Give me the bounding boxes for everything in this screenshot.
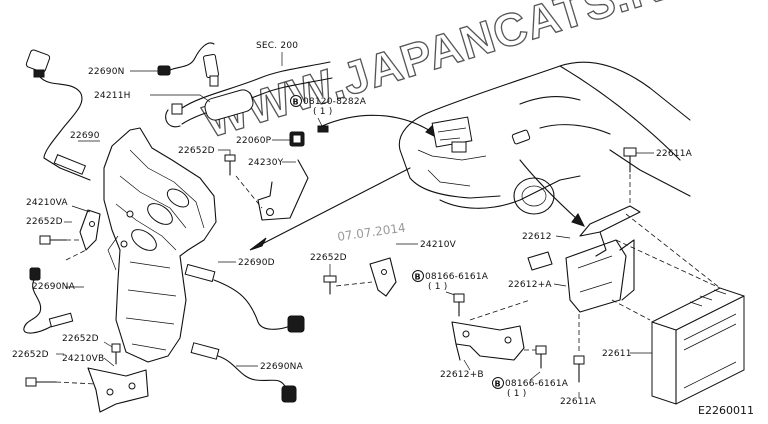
label-22611A-bottom: 22611A: [560, 397, 597, 407]
label-22690D: 22690D: [238, 258, 275, 268]
oxygen-sensor-icon: [190, 342, 297, 403]
label-08166-bottom-qty: ( 1 ): [507, 389, 526, 399]
bracket-24230Y: [257, 159, 309, 221]
vehicle-outline-icon: [398, 61, 691, 215]
bolt-marker-icon: B: [412, 270, 424, 282]
label-08166-top-qty: ( 1 ): [428, 282, 447, 292]
label-08166-6161A-bottom: 08166-6161A: [505, 379, 569, 389]
oxygen-sensor-icon: [23, 267, 74, 334]
bolt-icon: [25, 377, 57, 387]
arrow-head: [571, 213, 585, 227]
exhaust-pipe-section: [165, 61, 333, 128]
label-22652D-left: 22652D: [26, 217, 63, 227]
pointer-arrow: [261, 167, 411, 245]
knock-sensor: [289, 131, 305, 147]
bracket-22612: [579, 205, 641, 257]
bracket-24210V: [369, 257, 397, 297]
label-22690NA-bottom: 22690NA: [260, 362, 304, 372]
label-24211H: 24211H: [94, 91, 131, 101]
label-24210VB: 24210VB: [62, 354, 104, 364]
label-22690N-top: 22690N: [88, 67, 125, 77]
bolt-icon: [39, 235, 67, 245]
oxygen-sensor-icon: [184, 263, 305, 333]
label-22612B: 22612+B: [440, 370, 484, 380]
bracket-22612A: [565, 239, 635, 313]
label-22652D-low: 22652D: [62, 334, 99, 344]
svg-text:B: B: [495, 380, 501, 389]
diagram-id: E2260011: [698, 404, 754, 417]
bolt-icon: [453, 293, 465, 317]
clip-icon: [527, 251, 553, 271]
label-22611: 22611: [602, 349, 632, 359]
arrow-head: [249, 237, 267, 251]
label-22652D-mid: 22652D: [178, 146, 215, 156]
label-22690NA-left: 22690NA: [32, 282, 76, 292]
label-08120-8282A: 08120-8282A: [303, 97, 367, 107]
ecu-unit-icon: [651, 287, 745, 405]
bracket-24210VA: [79, 209, 101, 251]
label-22612A: 22612+A: [508, 280, 552, 290]
label-22652D-bottom: 22652D: [12, 350, 49, 360]
exhaust-manifold-catalyst: [103, 127, 217, 363]
pointer-arrow: [519, 159, 579, 221]
label-08120-qty: ( 1 ): [313, 107, 332, 117]
bolt-marker-icon: B: [290, 95, 302, 107]
label-08166-6161A-top: 08166-6161A: [425, 272, 489, 282]
bolt-icon: [623, 147, 637, 173]
label-22612: 22612: [522, 232, 552, 242]
label-24230Y: 24230Y: [248, 158, 284, 168]
bolt-icon: [323, 275, 337, 295]
label-22060P: 22060P: [236, 136, 272, 146]
label-sec-200: SEC. 200: [256, 41, 298, 51]
svg-text:B: B: [415, 273, 421, 282]
label-22690-left: 22690: [70, 131, 100, 141]
label-24210VA: 24210VA: [26, 198, 68, 208]
bolt-icon: [535, 345, 547, 369]
svg-text:B: B: [293, 98, 299, 107]
date-stamp: 07.07.2014: [336, 221, 406, 244]
bolt-icon: [111, 343, 121, 365]
pointer-arrow: [321, 114, 433, 133]
bracket-24210VB: [87, 367, 149, 413]
bolt-marker-icon: B: [492, 377, 504, 389]
bolt-icon: [224, 154, 236, 176]
label-22611A-top: 22611A: [656, 149, 693, 159]
oxygen-sensor-icon: [25, 49, 91, 181]
oxygen-sensor-icon: [157, 42, 220, 87]
label-24210V: 24210V: [420, 240, 457, 250]
bolt-icon: [573, 355, 585, 383]
bracket-22612B: [451, 321, 525, 361]
label-22652D-center: 22652D: [310, 253, 347, 263]
clip-icon: [171, 103, 183, 115]
